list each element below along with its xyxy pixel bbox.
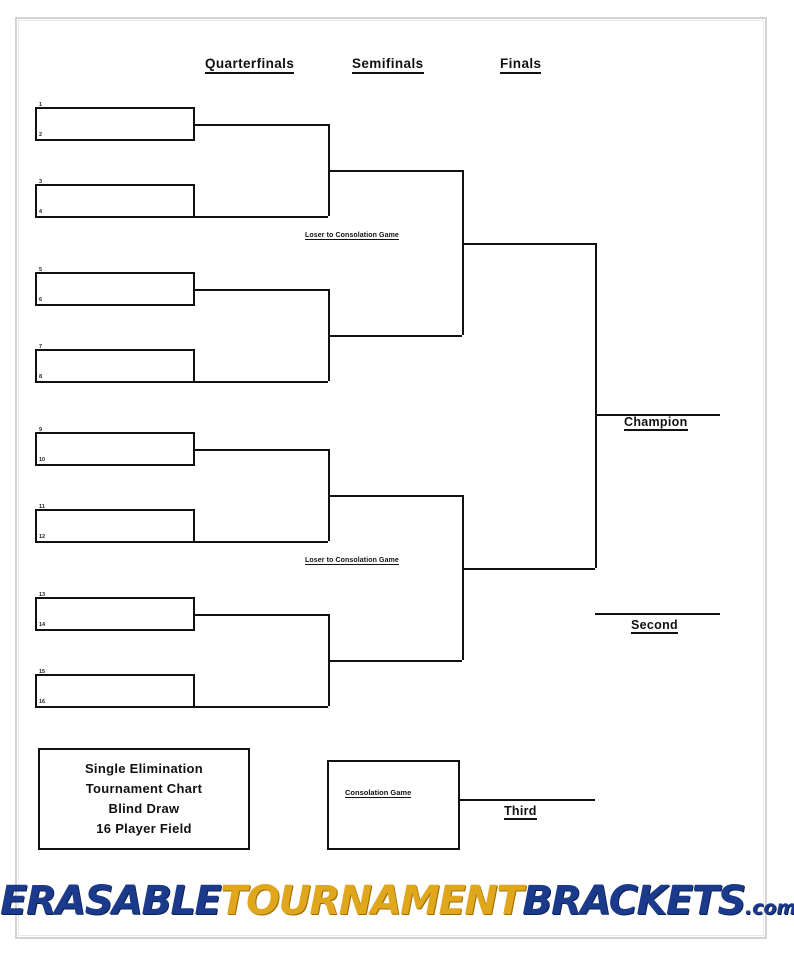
info-line: Single Elimination — [84, 761, 204, 776]
bracket-connector — [194, 124, 328, 126]
bracket-connector — [194, 614, 328, 616]
info-line: Blind Draw — [108, 801, 180, 816]
loser-to-consolation-note-upper: Loser to Consolation Game — [305, 232, 399, 240]
match-box[interactable]: 7 8 — [35, 344, 195, 383]
second-line — [595, 613, 720, 615]
info-box: Single Elimination Tournament Chart Blin… — [38, 748, 250, 850]
third-label: Third — [504, 804, 537, 820]
seed-number: 16 — [39, 699, 46, 705]
second-label: Second — [631, 618, 678, 634]
consolation-game-box[interactable] — [327, 760, 460, 850]
match-box[interactable]: 9 10 — [35, 427, 195, 466]
seed-number: 8 — [39, 374, 43, 380]
seed-number: 14 — [39, 622, 46, 628]
seed-number: 7 — [39, 344, 43, 350]
info-line: Tournament Chart — [85, 781, 203, 796]
footer-wordmark: ERASABLETOURNAMENTBRACKETS.com — [0, 878, 794, 924]
bracket-connector — [328, 495, 462, 497]
bracket-connector — [462, 495, 464, 660]
bracket-connector — [462, 568, 595, 570]
bracket-connector — [328, 335, 462, 337]
loser-to-consolation-note-lower: Loser to Consolation Game — [305, 557, 399, 565]
bracket-connector — [462, 170, 464, 335]
bracket-connector — [595, 243, 597, 568]
page-border-inner — [18, 20, 764, 936]
seed-number: 1 — [39, 102, 43, 108]
seed-number: 5 — [39, 267, 43, 273]
bracket-connector — [194, 449, 328, 451]
match-box[interactable]: 1 2 — [35, 102, 195, 141]
page-border — [15, 17, 767, 939]
bracket-connector — [194, 706, 328, 708]
round-heading-quarterfinals: Quarterfinals — [205, 56, 295, 74]
bracket-connector — [194, 541, 328, 543]
seed-number: 15 — [39, 669, 46, 675]
seed-number: 12 — [39, 534, 46, 540]
champion-line — [595, 414, 720, 416]
consolation-game-label: Consolation Game — [345, 788, 412, 798]
bracket-connector — [462, 243, 595, 245]
seed-number: 2 — [39, 132, 43, 138]
match-box[interactable]: 11 12 — [35, 504, 195, 543]
match-box[interactable]: 15 16 — [35, 669, 195, 708]
wordmark-tournament: TOURNAMENT — [220, 878, 523, 924]
round-heading-finals: Finals — [500, 56, 542, 74]
round-heading-semifinals: Semifinals — [352, 56, 424, 74]
seed-number: 10 — [39, 457, 46, 463]
bracket-connector — [194, 289, 328, 291]
wordmark-brackets: BRACKETS — [522, 878, 746, 924]
match-box[interactable]: 3 4 — [35, 179, 195, 218]
match-box[interactable]: 5 6 — [35, 267, 195, 306]
wordmark-dotcom: .com — [744, 897, 794, 919]
seed-number: 9 — [39, 427, 43, 433]
bracket-connector — [328, 170, 462, 172]
seed-number: 3 — [39, 179, 43, 185]
third-place-line — [460, 799, 595, 801]
wordmark-erasable: ERASABLE — [0, 878, 222, 924]
bracket-connector — [328, 660, 462, 662]
seed-number: 13 — [39, 592, 46, 598]
seed-number: 6 — [39, 297, 43, 303]
bracket-connector — [194, 216, 328, 218]
match-box[interactable]: 13 14 — [35, 592, 195, 631]
bracket-connector — [194, 381, 328, 383]
seed-number: 4 — [39, 209, 43, 215]
info-line: 16 Player Field — [96, 821, 192, 836]
champion-label: Champion — [624, 415, 688, 431]
seed-number: 11 — [39, 504, 45, 510]
